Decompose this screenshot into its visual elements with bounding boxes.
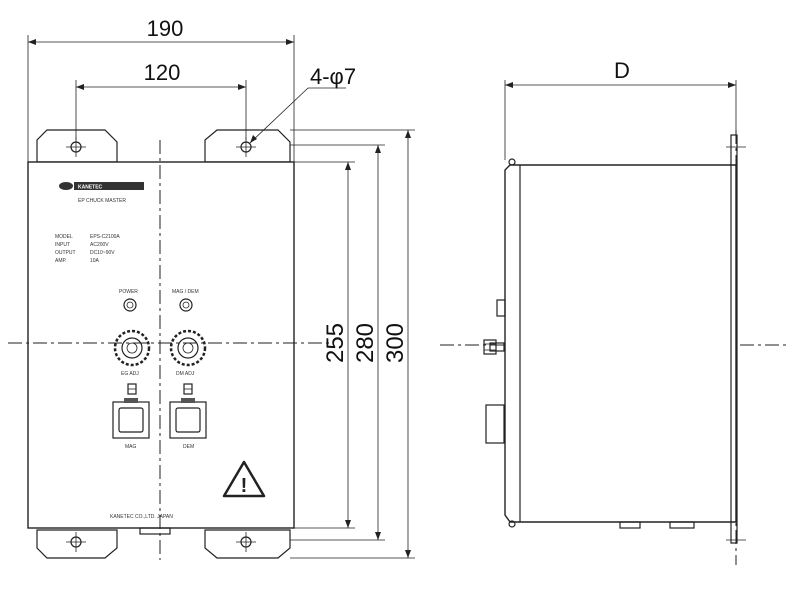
dim-hole-spacing: 120 [144,60,181,85]
dim-depth: D [614,58,630,83]
dim-overall-width: 190 [147,16,184,41]
spec-label: AMP. [55,258,67,264]
spec-label: MODEL [55,234,73,240]
dim-body-height: 280 [352,323,379,363]
spec-plate: MODEL INPUT OUTPUT AMP. EPS-C2100A AC200… [55,234,120,264]
right-indicator-icon [183,383,193,395]
side-foot [619,521,641,529]
product-name: EP CHUCK MASTER [78,198,126,204]
brand-text: KANETEC [78,185,103,191]
mag-lamp-label: MAG / DEM [172,289,199,295]
right-knob-icon [169,329,207,367]
power-lamp-label: POWER [119,289,138,295]
leader-arrow [250,135,257,143]
dim-panel-height: 255 [322,323,349,363]
top-left-bracket [36,129,118,163]
manufacturer-footer: KANETEC CO.,LTD. JAPAN [110,514,173,520]
dim-overall-height: 300 [382,323,409,363]
side-connector [485,404,505,444]
mag-lamp-icon [179,298,193,312]
spec-value: 10A [90,258,100,264]
spec-value: DC10~90V [90,250,115,256]
mag-button-label: MAG [125,444,137,450]
bottom-left-bracket [36,529,118,559]
warning-symbol: ! [241,475,248,497]
dem-button-label: DEM [183,444,194,450]
left-knob-label: EG ADJ [121,371,139,377]
right-knob-label: DM ADJ [176,371,195,377]
power-lamp-icon [123,298,137,312]
front-housing [27,161,295,529]
warning-icon: ! [222,460,266,498]
dem-button-icon [169,398,207,439]
brand-logo: KANETEC [59,182,144,191]
bottom-right-bracket [204,529,291,559]
spec-value: EPS-C2100A [90,234,120,240]
mounting-holes [66,137,256,552]
side-top-screw [508,158,516,166]
front-foot [139,527,171,535]
left-indicator-icon [127,383,137,395]
cable-gland-icon [483,339,505,355]
side-bottom-screw [508,520,516,528]
spec-label: INPUT [55,242,70,248]
side-knob [496,299,506,317]
top-right-bracket [204,129,291,163]
spec-label: OUTPUT [55,250,76,256]
side-housing [504,164,737,523]
dim-hole-callout: 4-φ7 [310,64,356,89]
side-foot [669,521,695,529]
mag-button-icon [112,398,150,439]
left-knob-icon [113,329,151,367]
spec-value: AC200V [90,242,109,248]
hole-leader-line [249,87,309,144]
side-mount-plate [730,134,738,544]
